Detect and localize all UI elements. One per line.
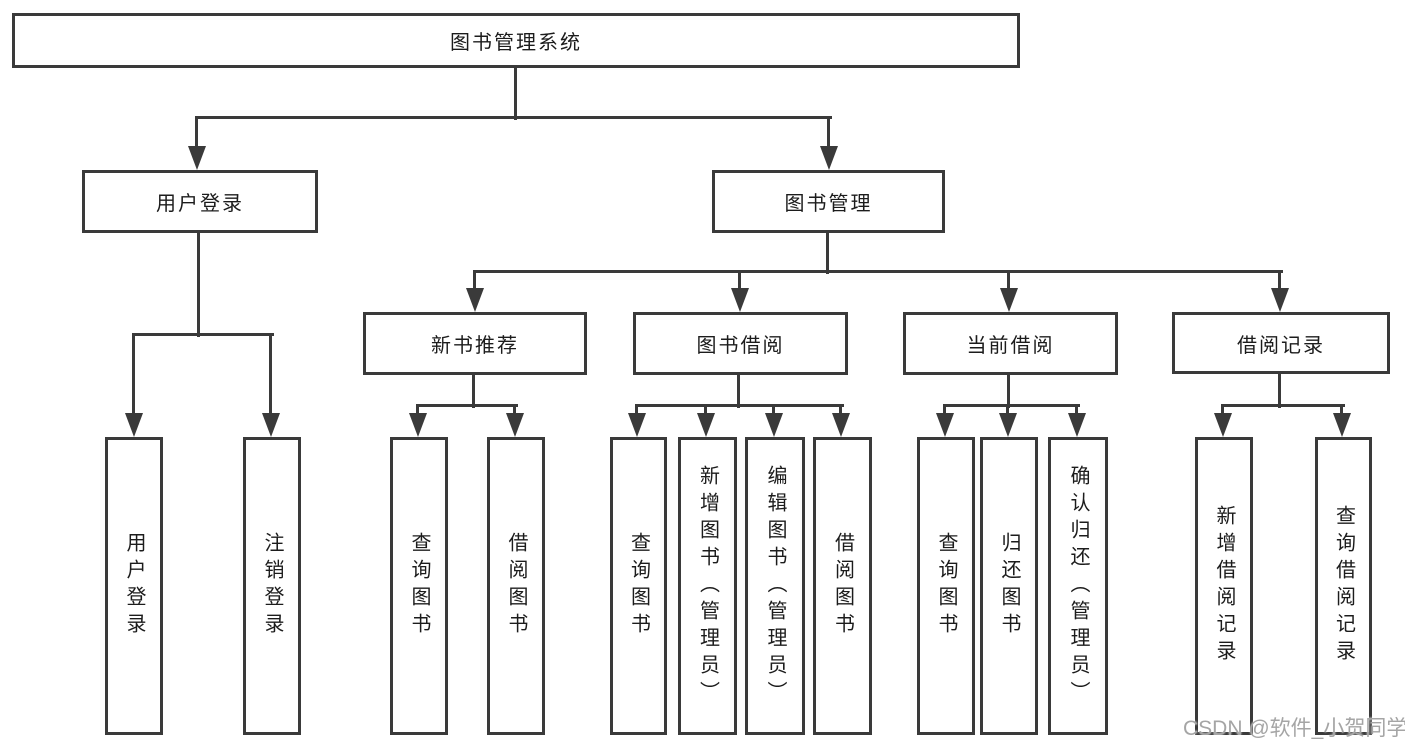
leaf-logout-label: 注销登录	[261, 532, 283, 640]
connector-arrow-stem	[1278, 272, 1281, 292]
csdn-watermark: CSDN @软件_小贺同学	[1183, 717, 1405, 740]
connector-arrow-stem	[269, 335, 272, 417]
node-user-login: 用户登录	[82, 170, 318, 233]
arrowhead-icon	[999, 413, 1017, 437]
node-book-manage: 图书管理	[712, 170, 945, 233]
connector-stem	[197, 233, 200, 337]
arrowhead-icon	[1068, 413, 1086, 437]
connector-stem	[826, 233, 829, 274]
connector-arrow-stem	[1007, 272, 1010, 292]
leaf-rec-borrow-book-label: 借阅图书	[505, 532, 527, 640]
leaf-logout: 注销登录	[243, 437, 301, 735]
connector-arrow-stem	[839, 406, 842, 417]
connector-rail	[132, 333, 274, 336]
connector-rail	[195, 116, 832, 119]
connector-arrow-stem	[704, 406, 707, 417]
connector-stem	[1007, 375, 1010, 408]
arrowhead-icon	[1271, 288, 1289, 312]
node-root: 图书管理系统	[12, 13, 1020, 68]
node-new-book-recommend-label: 新书推荐	[431, 335, 519, 357]
leaf-br-query-record-label: 查询借阅记录	[1332, 505, 1355, 667]
leaf-rec-query-book-label: 查询图书	[408, 532, 430, 640]
arrowhead-icon	[409, 413, 427, 437]
connector-rail	[1221, 404, 1345, 407]
node-book-borrow: 图书借阅	[633, 312, 848, 375]
arrowhead-icon	[188, 146, 206, 170]
leaf-bb-query-book-label: 查询图书	[627, 532, 650, 640]
connector-arrow-stem	[943, 406, 946, 417]
arrowhead-icon	[262, 413, 280, 437]
connector-stem	[514, 68, 517, 120]
leaf-br-add-record-label: 新增借阅记录	[1213, 505, 1235, 667]
connector-arrow-stem	[1340, 406, 1343, 417]
connector-arrow-stem	[1075, 406, 1078, 417]
leaf-cb-return-book-label: 归还图书	[998, 532, 1020, 640]
connector-stem	[1278, 374, 1281, 408]
connector-rail	[473, 270, 1283, 273]
connector-arrow-stem	[772, 406, 775, 417]
connector-rail	[943, 404, 1080, 407]
leaf-bb-borrow-book-label: 借阅图书	[831, 532, 854, 640]
leaf-bb-edit-book-label: 编辑图书（管理员）	[764, 464, 786, 708]
connector-arrow-stem	[473, 272, 476, 292]
connector-arrow-stem	[513, 406, 516, 417]
node-current-borrow-label: 当前借阅	[966, 335, 1055, 357]
leaf-bb-query-book: 查询图书	[610, 437, 667, 735]
connector-arrow-stem	[132, 335, 135, 417]
leaf-user-login: 用户登录	[105, 437, 163, 735]
arrowhead-icon	[125, 413, 143, 437]
leaf-bb-add-book-label: 新增图书（管理员）	[696, 464, 719, 708]
connector-rail	[635, 404, 844, 407]
connector-arrow-stem	[416, 406, 419, 417]
connector-stem	[472, 375, 475, 408]
arrowhead-icon	[1214, 413, 1232, 437]
arrowhead-icon	[765, 413, 783, 437]
connector-arrow-stem	[738, 272, 741, 292]
arrowhead-icon	[466, 288, 484, 312]
leaf-cb-confirm-return-label: 确认归还（管理员）	[1067, 464, 1089, 708]
arrowhead-icon	[936, 413, 954, 437]
node-current-borrow: 当前借阅	[903, 312, 1118, 375]
connector-arrow-stem	[635, 406, 638, 417]
leaf-rec-query-book: 查询图书	[390, 437, 448, 735]
connector-arrow-stem	[827, 118, 830, 150]
connector-rail	[416, 404, 518, 407]
arrowhead-icon	[820, 146, 838, 170]
leaf-cb-query-book-label: 查询图书	[935, 532, 957, 640]
leaf-user-login-label: 用户登录	[123, 532, 145, 640]
node-new-book-recommend: 新书推荐	[363, 312, 587, 375]
arrowhead-icon	[628, 413, 646, 437]
connector-arrow-stem	[1221, 406, 1224, 417]
leaf-bb-borrow-book: 借阅图书	[813, 437, 872, 735]
node-book-manage-label: 图书管理	[784, 193, 873, 215]
leaf-rec-borrow-book: 借阅图书	[487, 437, 545, 735]
node-borrow-records-label: 借阅记录	[1237, 334, 1325, 357]
arrowhead-icon	[731, 288, 749, 312]
leaf-cb-query-book: 查询图书	[917, 437, 975, 735]
leaf-br-query-record: 查询借阅记录	[1315, 437, 1372, 735]
leaf-cb-return-book: 归还图书	[980, 437, 1038, 735]
arrowhead-icon	[506, 413, 524, 437]
connector-stem	[737, 375, 740, 408]
arrowhead-icon	[1333, 413, 1351, 437]
arrowhead-icon	[697, 413, 715, 437]
connector-arrow-stem	[195, 118, 198, 150]
connector-arrow-stem	[1006, 406, 1009, 417]
node-root-label: 图书管理系统	[450, 32, 582, 54]
node-book-borrow-label: 图书借阅	[696, 335, 785, 357]
arrowhead-icon	[832, 413, 850, 437]
node-borrow-records: 借阅记录	[1172, 312, 1390, 374]
leaf-bb-add-book: 新增图书（管理员）	[678, 437, 737, 735]
arrowhead-icon	[1000, 288, 1018, 312]
node-user-login-label: 用户登录	[156, 193, 244, 215]
leaf-br-add-record: 新增借阅记录	[1195, 437, 1253, 735]
leaf-cb-confirm-return: 确认归还（管理员）	[1048, 437, 1108, 735]
leaf-bb-edit-book: 编辑图书（管理员）	[745, 437, 805, 735]
